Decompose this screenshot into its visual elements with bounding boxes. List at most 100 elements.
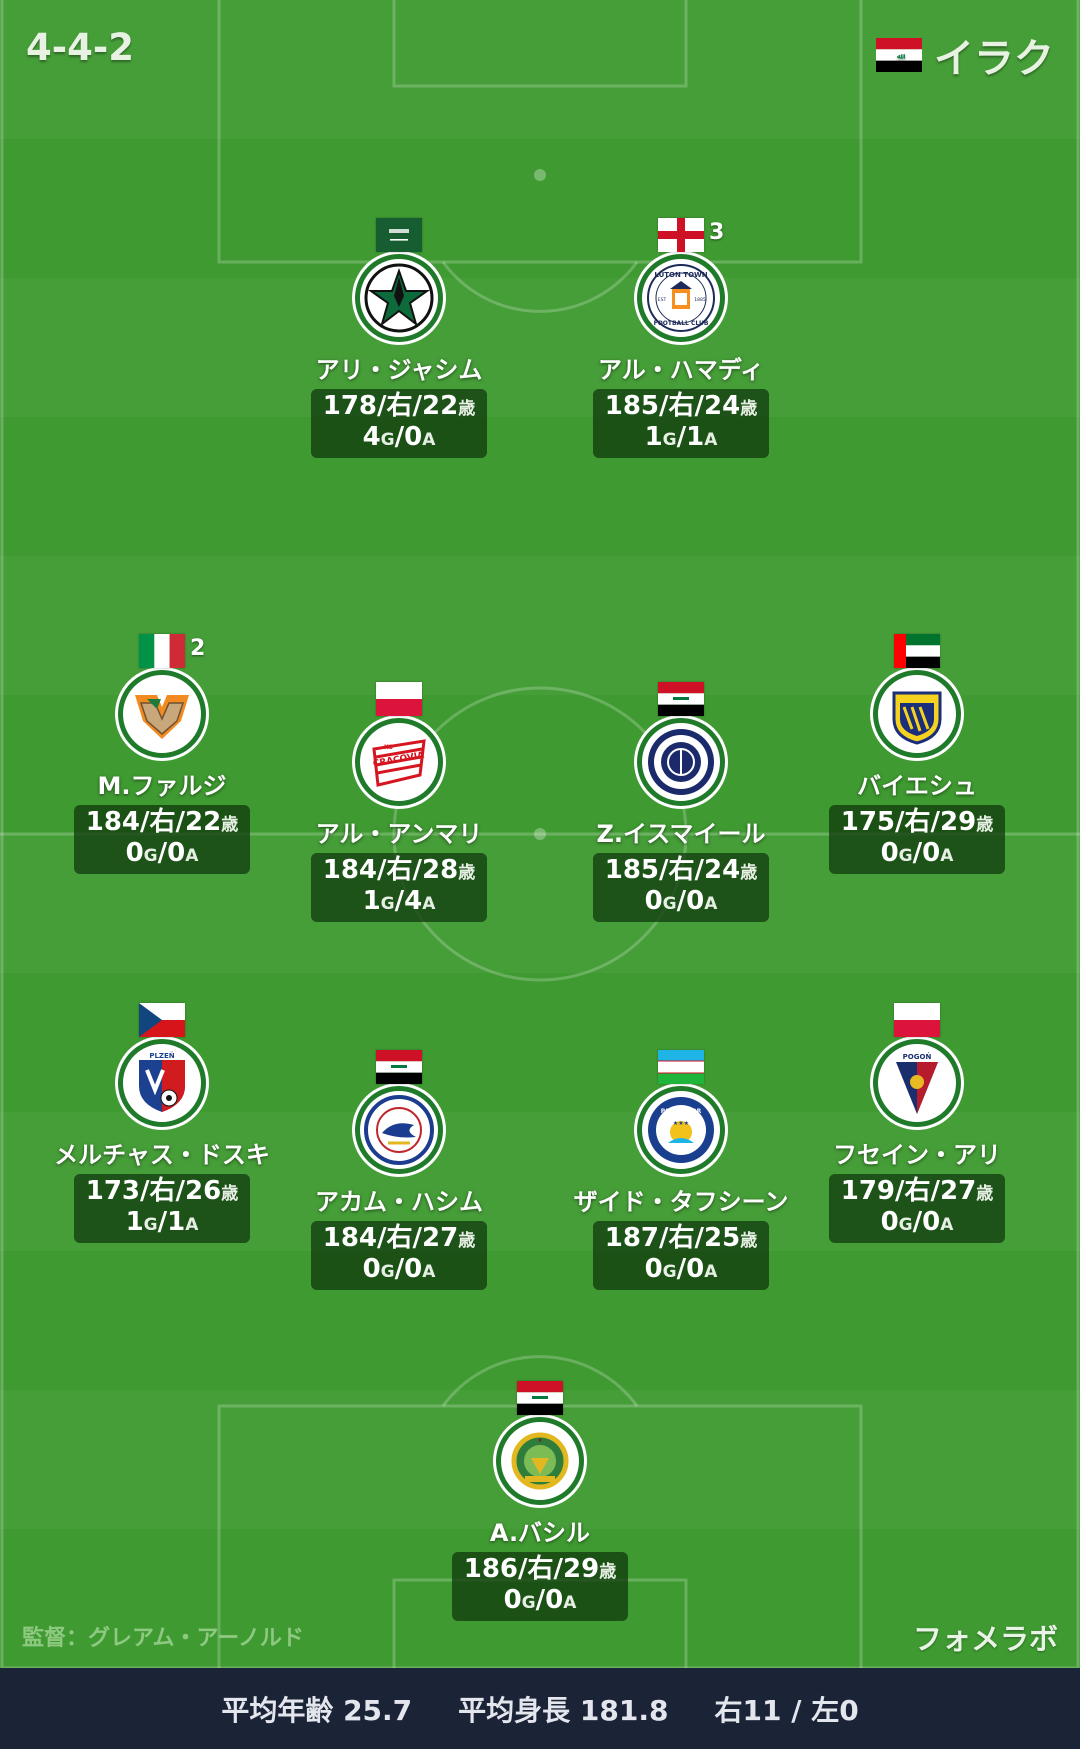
flag-row <box>269 1050 529 1084</box>
player-card[interactable]: PAKHTAKOR★★★ ザイド・タフシーン 187/右/25歳 0G/0A <box>551 1050 811 1290</box>
player-name: M.ファルジ <box>97 772 227 800</box>
player-stats: 173/右/26歳 1G/1A <box>73 1174 251 1243</box>
player-assists: 0 <box>686 1254 705 1284</box>
player-height: 175 <box>840 807 896 837</box>
player-name: Z.イスマイール <box>596 820 766 848</box>
viktoria-plzen-crest-icon: PLZEŇ <box>118 1039 206 1127</box>
average-height: 平均身長 181.8 <box>458 1693 669 1727</box>
age-unit: 歳 <box>976 1184 994 1204</box>
pogon-szczecin-crest-icon: POGOŃ <box>873 1039 961 1127</box>
player-assists: 0 <box>686 886 705 916</box>
player-stats: 185/右/24歳 0G/0A <box>592 853 770 922</box>
czech-flag-icon <box>139 1003 185 1037</box>
goals-unit: G <box>898 1215 913 1235</box>
player-foot: 右 <box>149 1176 176 1206</box>
goals-unit: G <box>521 1593 536 1613</box>
svg-text:KS: KS <box>384 744 393 751</box>
player-name: アル・アンマリ <box>315 820 483 848</box>
age-unit: 歳 <box>740 863 758 883</box>
player-goals: 1 <box>125 1207 144 1237</box>
player-stats: 178/右/22歳 4G/0A <box>310 389 488 458</box>
team-name: イラク <box>934 36 1054 82</box>
assists-unit: A <box>422 430 436 450</box>
player-card[interactable]: PLZEŇ メルチャス・ドスキ 173/右/26歳 1G/1A <box>32 1003 292 1243</box>
goals-unit: G <box>143 846 158 866</box>
al-talaba-crest-icon <box>637 718 725 806</box>
svg-text:PLZEŇ: PLZEŇ <box>149 1051 174 1060</box>
assists-unit: A <box>422 1262 436 1282</box>
goals-unit: G <box>143 1215 158 1235</box>
player-name: アカム・ハシム <box>315 1188 483 1216</box>
summary-footer: 平均年齢 25.7 平均身長 181.8 右11 / 左0 <box>0 1668 1080 1749</box>
saudi-arabia-flag-icon <box>376 218 422 252</box>
goals-unit: G <box>662 894 677 914</box>
dibba-crest-icon <box>873 670 961 758</box>
flag-count: 2 <box>190 636 206 661</box>
age-unit: 歳 <box>599 1562 617 1582</box>
svg-text:FOOTBALL CLUB: FOOTBALL CLUB <box>654 320 709 327</box>
player-card[interactable]: バイエシュ 175/右/29歳 0G/0A <box>787 634 1047 874</box>
player-foot: 右 <box>668 855 695 885</box>
player-assists: 1 <box>686 422 705 452</box>
player-foot: 右 <box>527 1554 554 1584</box>
pitch: 4-4-2 ﷲ イラク アリ・ジャシム 178/右/22歳 4G/0A 3 LU… <box>0 0 1080 1668</box>
player-goals: 0 <box>125 838 144 868</box>
player-name: A.バシル <box>489 1519 591 1547</box>
player-card[interactable]: ★ A.バシル 186/右/29歳 0G/0A <box>410 1381 670 1621</box>
svg-text:PAKHTAKOR: PAKHTAKOR <box>661 1108 702 1115</box>
player-assists: 0 <box>167 838 186 868</box>
flag-row <box>787 1003 1047 1037</box>
goals-unit: G <box>380 894 395 914</box>
player-card[interactable]: アカム・ハシム 184/右/27歳 0G/0A <box>269 1050 529 1290</box>
player-stats: 187/右/25歳 0G/0A <box>592 1221 770 1290</box>
player-foot: 右 <box>386 391 413 421</box>
poland-flag-icon <box>376 682 422 716</box>
foot-ratio: 右11 / 左0 <box>714 1693 859 1727</box>
goals-unit: G <box>662 1262 677 1282</box>
player-height: 178 <box>322 391 378 421</box>
brand-logo-text: フォメラボ <box>912 1622 1058 1656</box>
flag-row <box>551 1050 811 1084</box>
player-card[interactable]: 2 M.ファルジ 184/右/22歳 0G/0A <box>32 634 292 874</box>
player-assists: 0 <box>404 1254 423 1284</box>
player-age: 29 <box>940 807 977 837</box>
age-unit: 歳 <box>458 863 476 883</box>
player-age: 25 <box>704 1223 741 1253</box>
iraq-flag-icon: ﷲ <box>876 38 922 72</box>
player-name: メルチャス・ドスキ <box>54 1141 270 1169</box>
assists-unit: A <box>185 846 199 866</box>
player-assists: 1 <box>167 1207 186 1237</box>
assists-unit: A <box>704 894 718 914</box>
age-unit: 歳 <box>458 399 476 419</box>
player-stats: 186/右/29歳 0G/0A <box>451 1552 629 1621</box>
manager-label: 監督：グレアム・アーノルド <box>22 1626 304 1651</box>
player-card[interactable]: アリ・ジャシム 178/右/22歳 4G/0A <box>269 218 529 458</box>
goals-unit: G <box>380 1262 395 1282</box>
player-height: 173 <box>85 1176 141 1206</box>
player-name: アリ・ジャシム <box>315 356 483 384</box>
flag-row <box>32 1003 292 1037</box>
player-stats: 184/右/27歳 0G/0A <box>310 1221 488 1290</box>
player-age: 24 <box>704 391 741 421</box>
svg-text:★: ★ <box>537 1437 542 1444</box>
age-unit: 歳 <box>976 815 994 835</box>
svg-text:★★★: ★★★ <box>673 1120 689 1127</box>
player-assists: 4 <box>404 886 423 916</box>
assists-unit: A <box>422 894 436 914</box>
player-name: バイエシュ <box>857 772 977 800</box>
player-card[interactable]: Z.イスマイール 185/右/24歳 0G/0A <box>551 682 811 922</box>
assists-unit: A <box>185 1215 199 1235</box>
assists-unit: A <box>704 1262 718 1282</box>
age-unit: 歳 <box>221 815 239 835</box>
age-unit: 歳 <box>740 1231 758 1251</box>
assists-unit: A <box>704 430 718 450</box>
assists-unit: A <box>940 846 954 866</box>
player-name: アル・ハマディ <box>597 356 765 384</box>
player-height: 185 <box>604 855 660 885</box>
player-card[interactable]: POGOŃ フセイン・アリ 179/右/27歳 0G/0A <box>787 1003 1047 1243</box>
goals-unit: G <box>662 430 677 450</box>
player-stats: 175/右/29歳 0G/0A <box>828 805 1006 874</box>
